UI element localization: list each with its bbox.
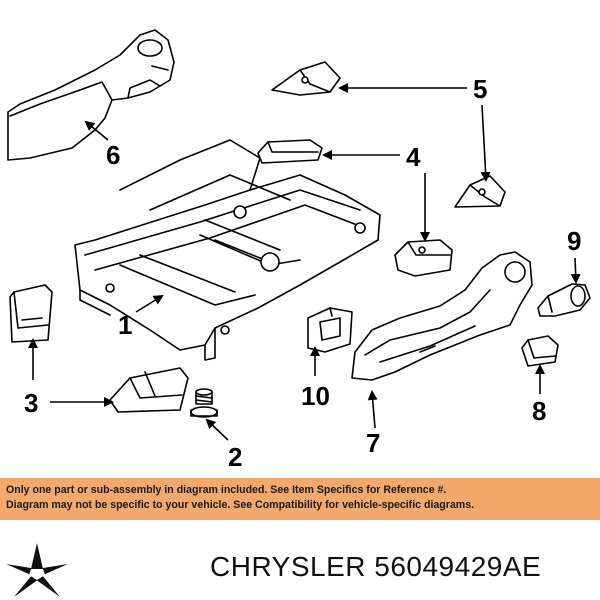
- part-4-lower-cap: [394, 239, 453, 277]
- callout-5: 5: [473, 74, 487, 104]
- leader-lines: [28, 83, 581, 441]
- parts-diagram: 5 4 6 1 3 2 10 7 9 8: [7, 29, 591, 472]
- disclaimer-banner: Only one part or sub-assembly in diagram…: [0, 478, 600, 520]
- callout-2: 2: [228, 442, 242, 472]
- part-3-upper-cover: [9, 284, 53, 343]
- callout-1: 1: [118, 310, 132, 340]
- leader-2: [205, 418, 229, 441]
- part-number: 56049429AE: [374, 551, 542, 582]
- part-1-seat-track: [74, 139, 381, 361]
- part-9-knob: [537, 283, 591, 317]
- leader-6: [84, 120, 109, 141]
- part-5-lower-bracket: [454, 175, 506, 208]
- leader-5b: [480, 104, 491, 182]
- brand-name: CHRYSLER: [210, 551, 366, 582]
- callout-3: 3: [24, 388, 38, 418]
- part-2-bolt: [190, 388, 218, 418]
- callout-9: 9: [567, 226, 581, 256]
- callout-4: 4: [406, 142, 421, 172]
- part-3-lower-cover: [109, 367, 189, 413]
- disclaimer-line-1: Only one part or sub-assembly in diagram…: [6, 484, 447, 496]
- disclaimer-line-2: Diagram may not be specific to your vehi…: [6, 499, 475, 511]
- part-8-end-cap: [521, 335, 559, 367]
- part-6-shield: [7, 29, 175, 161]
- leader-9: [570, 257, 581, 284]
- callout-6: 6: [106, 140, 120, 170]
- leader-7: [367, 390, 378, 429]
- part-4-upper-cap: [257, 139, 323, 164]
- part-5-upper-bracket: [271, 61, 341, 96]
- part-7-side-shield: [351, 251, 533, 381]
- callout-10: 10: [301, 381, 330, 411]
- part-10-switch: [307, 307, 353, 353]
- callout-7: 7: [366, 428, 380, 458]
- brand-footer: CHRYSLER 56049429AE: [210, 551, 541, 583]
- leader-1: [135, 294, 164, 313]
- chrysler-pentastar-icon: [6, 543, 68, 597]
- callout-8: 8: [532, 396, 546, 426]
